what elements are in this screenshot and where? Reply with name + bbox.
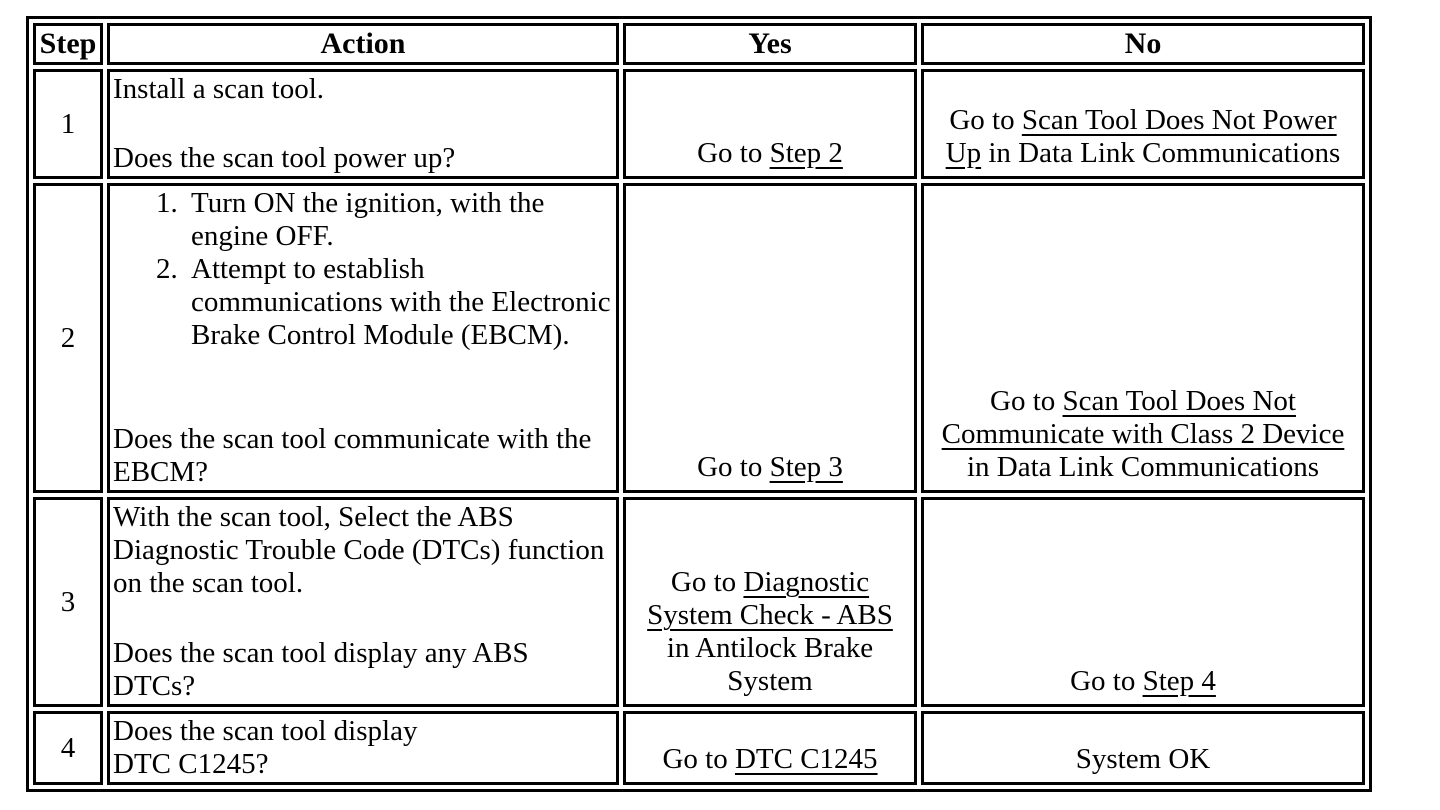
action-cell: Turn ON the ignition, with the engine OF… [107, 183, 619, 494]
action-list-item: Turn ON the ignition, with the engine OF… [185, 187, 613, 253]
scan-tool-does-not-power-up-link[interactable]: Scan Tool Does Not Power Up [945, 104, 1337, 170]
table-row: 4 Does the scan tool display DTC C1245? … [33, 711, 1365, 786]
action-list-item: Attempt to establish communications with… [185, 253, 613, 352]
scan-tool-does-not-communicate-link[interactable]: Scan Tool Does Not Communicate with Clas… [941, 385, 1345, 451]
result-prefix: Go to [1070, 665, 1143, 698]
step-3-link[interactable]: Step 3 [769, 451, 843, 484]
no-cell: Go to Scan Tool Does Not Communicate wit… [921, 183, 1365, 494]
step-number: 3 [33, 497, 103, 708]
column-header-no: No [921, 23, 1365, 66]
result-suffix: in Antilock Brake System [666, 632, 874, 698]
result-prefix: Go to [662, 743, 735, 776]
table-row: 3 With the scan tool, Select the ABS Dia… [33, 497, 1365, 708]
result-prefix: Go to [990, 385, 1063, 418]
table-row: 2 Turn ON the ignition, with the engine … [33, 183, 1365, 494]
system-ok-text: System OK [1075, 743, 1211, 776]
diagnostic-system-check-abs-link[interactable]: Diagnostic System Check - ABS [647, 566, 893, 632]
yes-cell: Go to DTC C1245 [623, 711, 917, 786]
yes-cell: Go to Diagnostic System Check - ABS in A… [623, 497, 917, 708]
result-prefix: Go to [670, 566, 744, 598]
step-number: 4 [33, 711, 103, 786]
action-intro: With the scan tool, Select the ABS Diagn… [113, 501, 605, 600]
action-cell: Install a scan tool. Does the scan tool … [107, 69, 619, 180]
no-cell: Go to Scan Tool Does Not Power Up in Dat… [921, 69, 1365, 180]
step-number: 1 [33, 69, 103, 180]
column-header-step: Step [33, 23, 103, 66]
dtc-c1245-link[interactable]: DTC C1245 [734, 743, 878, 776]
table-row: 1 Install a scan tool. Does the scan too… [33, 69, 1365, 180]
column-header-action: Action [107, 23, 619, 66]
result-prefix: Go to [697, 137, 770, 170]
action-intro: Install a scan tool. [113, 73, 325, 106]
result-prefix: Go to [949, 104, 1022, 137]
yes-cell: Go to Step 2 [623, 69, 917, 180]
result-suffix: in Data Link Communications [967, 451, 1319, 484]
no-cell: Go to Step 4 [921, 497, 1365, 708]
action-question: Does the scan tool display any ABS DTCs? [113, 637, 529, 703]
action-question: Does the scan tool communicate with the … [113, 423, 592, 489]
action-cell: With the scan tool, Select the ABS Diagn… [107, 497, 619, 708]
result-prefix: Go to [697, 451, 770, 484]
action-list: Turn ON the ignition, with the engine OF… [113, 187, 613, 352]
action-question: Does the scan tool power up? [113, 142, 456, 175]
header-row: Step Action Yes No [33, 23, 1365, 66]
step-2-link[interactable]: Step 2 [769, 137, 843, 170]
result-suffix: in Data Link Communications [981, 137, 1341, 170]
diagnostic-table: Step Action Yes No 1 Install a scan tool… [26, 16, 1372, 793]
step-4-link[interactable]: Step 4 [1142, 665, 1216, 698]
column-header-yes: Yes [623, 23, 917, 66]
action-question: Does the scan tool display DTC C1245? [113, 715, 418, 781]
no-cell: System OK [921, 711, 1365, 786]
step-number: 2 [33, 183, 103, 494]
yes-cell: Go to Step 3 [623, 183, 917, 494]
action-cell: Does the scan tool display DTC C1245? [107, 711, 619, 786]
